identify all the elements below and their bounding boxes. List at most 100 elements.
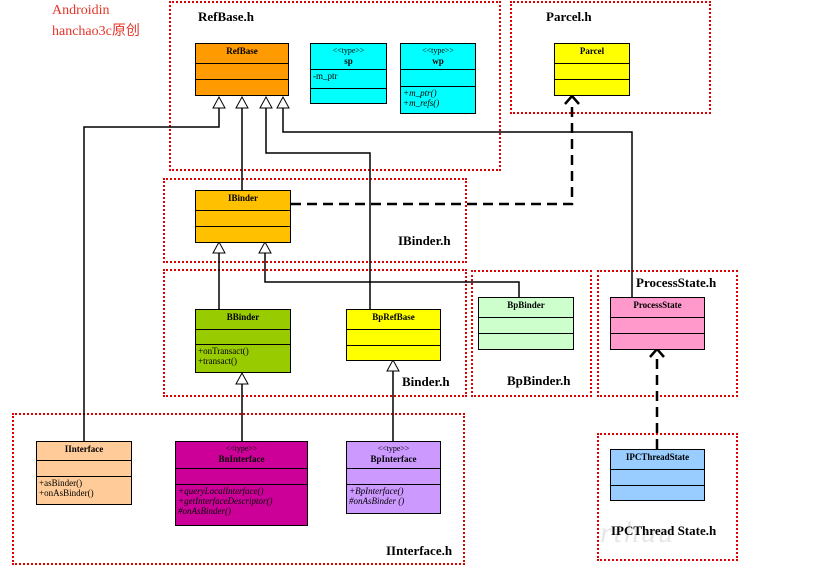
class-bbinder-name: BBinder bbox=[226, 312, 260, 322]
class-bninterface-op-2: +getInterfaceDescriptor() bbox=[178, 496, 273, 506]
class-bbinder-attrs bbox=[196, 330, 290, 345]
package-label-ipcthreadstate: IPCThread State.h bbox=[611, 523, 717, 538]
class-processstate-name: ProcessState bbox=[633, 300, 682, 310]
class-bninterface-attrs bbox=[176, 469, 307, 485]
package-refbase bbox=[169, 1, 501, 171]
package-label-processstate: ProcessState.h bbox=[636, 275, 717, 290]
class-ipcthreadstate-ops bbox=[611, 486, 704, 500]
class-bprefbase-attrs bbox=[347, 330, 440, 346]
class-iinterface-op-2: +onAsBinder() bbox=[39, 488, 94, 498]
package-binder bbox=[163, 269, 467, 397]
class-iinterface-op-1: +asBinder() bbox=[39, 478, 83, 488]
class-bninterface-op-3: #onAsBinder() bbox=[178, 506, 231, 516]
class-wp-attrs bbox=[401, 70, 475, 87]
arrow-bprefbase bbox=[386, 358, 400, 372]
class-bpbinder-attrs bbox=[479, 318, 573, 334]
class-bpinterface-header: <<type>> BpInterface bbox=[347, 442, 440, 469]
edge-ibinder-parcel bbox=[291, 103, 574, 206]
class-bninterface-ops: +queryLocalInterface() +getInterfaceDesc… bbox=[176, 485, 307, 525]
class-wp: <<type>> wp +m_ptr() +m_refs() bbox=[400, 43, 476, 114]
class-bprefbase-header: BpRefBase bbox=[347, 310, 440, 330]
edge-iinterface-refbase bbox=[83, 98, 220, 441]
class-wp-header: <<type>> wp bbox=[401, 44, 475, 70]
watermark: rthuu bbox=[600, 516, 676, 549]
class-sp-attr-1: -m_ptr bbox=[313, 71, 338, 81]
edge-processstate-refbase bbox=[282, 108, 633, 297]
class-ibinder-name: IBinder bbox=[227, 193, 258, 203]
class-refbase-name: RefBase bbox=[226, 46, 258, 56]
class-bpbinder-ops bbox=[479, 334, 573, 349]
class-bpinterface-attrs bbox=[347, 469, 440, 485]
class-bpinterface-op-1: +BpInterface() bbox=[349, 486, 404, 496]
class-ipcthreadstate: IPCThreadState bbox=[610, 449, 705, 501]
author-line-2: hanchao3c原创 bbox=[52, 24, 140, 39]
class-parcel: Parcel bbox=[554, 43, 630, 96]
class-ipcthreadstate-header: IPCThreadState bbox=[611, 450, 704, 470]
arrow-parcel bbox=[564, 94, 580, 105]
class-bbinder: BBinder +onTransact() +transact() bbox=[195, 309, 291, 373]
arrow-ibinder-1 bbox=[212, 240, 226, 254]
class-iinterface-ops: +asBinder() +onAsBinder() bbox=[37, 477, 131, 504]
class-bpinterface-ops: +BpInterface() #onAsBinder () bbox=[347, 485, 440, 513]
class-ipcthreadstate-name: IPCThreadState bbox=[625, 452, 690, 462]
class-ibinder-attrs bbox=[196, 211, 290, 227]
class-parcel-header: Parcel bbox=[555, 44, 629, 64]
package-iinterface bbox=[12, 413, 465, 565]
class-bbinder-header: BBinder bbox=[196, 310, 290, 330]
package-label-refbase: RefBase.h bbox=[198, 9, 254, 24]
class-wp-stereotype: <<type>> bbox=[422, 46, 454, 55]
arrow-refbase-4 bbox=[276, 95, 290, 109]
package-processstate bbox=[597, 270, 738, 397]
class-bninterface-stereotype: <<type>> bbox=[225, 444, 258, 453]
class-sp-stereotype: <<type>> bbox=[332, 46, 365, 55]
arrow-refbase-2 bbox=[235, 95, 249, 109]
class-parcel-ops bbox=[555, 80, 629, 95]
arrow-refbase-1 bbox=[212, 95, 226, 109]
package-parcel bbox=[510, 1, 711, 114]
arrow-bbinder bbox=[235, 371, 249, 385]
class-bpbinder-header: BpBinder bbox=[479, 298, 573, 318]
class-sp-header: <<type>> sp bbox=[311, 44, 386, 70]
package-label-binder: Binder.h bbox=[402, 374, 450, 389]
class-iinterface-name: IInterface bbox=[64, 444, 104, 454]
edge-bpbinder-ibinder bbox=[264, 253, 520, 297]
class-ipcthreadstate-attrs bbox=[611, 470, 704, 486]
class-bninterface-header: <<type>> BnInterface bbox=[176, 442, 307, 469]
class-sp: <<type>> sp -m_ptr bbox=[310, 43, 387, 104]
class-bprefbase-name: BpRefBase bbox=[372, 312, 415, 322]
class-bbinder-ops: +onTransact() +transact() bbox=[196, 345, 290, 372]
class-iinterface: IInterface +asBinder() +onAsBinder() bbox=[36, 441, 132, 505]
class-refbase-header: RefBase bbox=[196, 44, 288, 64]
class-sp-name: sp bbox=[344, 56, 353, 66]
class-wp-name: wp bbox=[432, 56, 444, 66]
class-sp-ops bbox=[311, 89, 386, 103]
class-bpbinder-name: BpBinder bbox=[507, 300, 545, 310]
class-bprefbase-ops bbox=[347, 346, 440, 360]
class-wp-ops: +m_ptr() +m_refs() bbox=[401, 87, 475, 113]
class-wp-op-2: +m_refs() bbox=[403, 98, 440, 108]
class-bpbinder: BpBinder bbox=[478, 297, 574, 350]
class-bninterface: <<type>> BnInterface +queryLocalInterfac… bbox=[175, 441, 308, 526]
arrow-processstate bbox=[649, 347, 665, 358]
class-iinterface-attrs bbox=[37, 461, 131, 477]
package-bpbinder bbox=[471, 270, 592, 397]
class-ibinder-ops bbox=[196, 227, 290, 242]
class-bpinterface-stereotype: <<type>> bbox=[377, 444, 410, 453]
class-bprefbase: BpRefBase bbox=[346, 309, 441, 361]
class-bpinterface: <<type>> BpInterface +BpInterface() #onA… bbox=[346, 441, 441, 514]
class-bbinder-op-2: +transact() bbox=[198, 356, 238, 366]
class-sp-attrs: -m_ptr bbox=[311, 70, 386, 89]
package-ipcthreadstate bbox=[597, 433, 738, 561]
package-label-parcel: Parcel.h bbox=[546, 9, 592, 24]
class-refbase-attrs bbox=[196, 64, 288, 80]
class-bpinterface-op-2: #onAsBinder () bbox=[349, 496, 405, 506]
class-ibinder-header: IBinder bbox=[196, 191, 290, 211]
package-ibinder bbox=[163, 178, 467, 263]
class-bninterface-op-1: +queryLocalInterface() bbox=[178, 486, 264, 496]
class-wp-op-1: +m_ptr() bbox=[403, 88, 437, 98]
package-label-ibinder: IBinder.h bbox=[398, 233, 451, 248]
class-refbase: RefBase bbox=[195, 43, 289, 96]
edge-bprefbase-refbase bbox=[265, 108, 371, 309]
class-processstate-header: ProcessState bbox=[611, 298, 704, 318]
